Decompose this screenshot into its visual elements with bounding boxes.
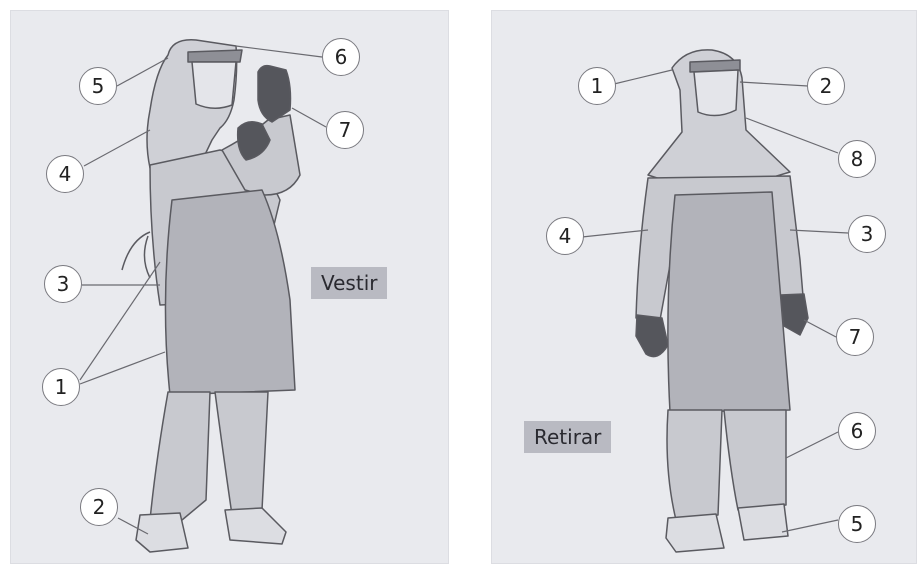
label-vestir: Vestir — [311, 267, 387, 299]
callout-gown-collar: 4 — [46, 155, 84, 193]
glove-right-1 — [636, 315, 668, 357]
callout-sleeve-right: 4 — [546, 217, 584, 255]
callout-boots: 2 — [80, 488, 118, 526]
glove-right-2 — [780, 294, 808, 335]
callout-boots-right: 5 — [838, 505, 876, 543]
label-retirar: Retirar — [524, 421, 611, 453]
figure-vestir — [122, 40, 300, 552]
figure-retirar — [636, 50, 808, 552]
callout-hood-right: 1 — [578, 67, 616, 105]
callout-gown: 1 — [42, 368, 80, 406]
callout-mask-right: 8 — [838, 140, 876, 178]
boot-left-2 — [225, 508, 286, 544]
glove-raised — [258, 66, 291, 122]
callout-apron-tie: 3 — [44, 265, 82, 303]
callout-gloves-right: 7 — [836, 318, 874, 356]
boot-right-2 — [738, 504, 788, 540]
callout-gloves: 7 — [326, 111, 364, 149]
callout-visor-right: 2 — [807, 67, 845, 105]
boot-right-1 — [666, 514, 724, 552]
face-shield-left — [188, 50, 242, 62]
boot-left-1 — [136, 513, 188, 552]
callout-legs-right: 6 — [838, 412, 876, 450]
legs-left — [150, 392, 210, 520]
legs-right — [667, 410, 722, 520]
callout-face-shield: 6 — [322, 38, 360, 76]
callout-apron-right: 3 — [848, 215, 886, 253]
apron-right — [668, 192, 790, 412]
callout-hood: 5 — [79, 67, 117, 105]
